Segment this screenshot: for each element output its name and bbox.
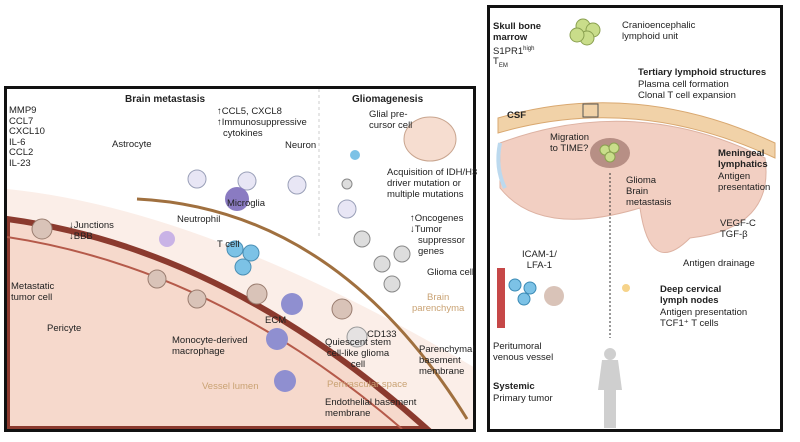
cd133-label: CD133	[367, 329, 397, 340]
ecm-label: ECM	[265, 315, 287, 326]
brain-metastasis-title: Brain metastasis	[125, 94, 206, 105]
junctions-label: ↓Junctions↓BBB	[69, 220, 114, 242]
neuron-label: Neuron	[285, 140, 317, 151]
tls-title: Tertiary lymphoid structures	[638, 67, 767, 78]
csf-label: CSF	[507, 110, 526, 121]
neutrophil-label: Neutrophil	[177, 214, 221, 225]
perivascular-label: Perivascular space	[327, 379, 408, 390]
venous-vessel	[497, 268, 505, 328]
microglia-label: Microglia	[227, 198, 266, 209]
left-panel-illustration	[7, 89, 473, 429]
vessel-lumen-label: Vessel lumen	[202, 381, 259, 392]
gliomagenesis-title: Gliomagenesis	[352, 94, 424, 105]
microglia	[225, 187, 249, 211]
glial-precursor-label: Glial pre-cursor cell	[369, 109, 413, 131]
human-silhouette	[598, 348, 622, 428]
lymph-node	[622, 284, 630, 292]
astrocyte-label: Astrocyte	[112, 139, 152, 150]
systemic-label: Systemic	[493, 381, 535, 392]
neutrophil	[159, 231, 175, 247]
blood-vessel	[7, 215, 432, 429]
t-cell-label: T cell	[217, 239, 240, 250]
s1pr1-label: S1PR1high	[493, 46, 535, 58]
primary-tumor-label: Primary tumor	[493, 393, 553, 404]
icam-label: ICAM-1/LFA-1	[522, 249, 557, 271]
drainage-label: Antigen drainage	[683, 258, 755, 269]
tem-label: TEM	[493, 56, 508, 69]
right-panel-illustration	[496, 18, 776, 428]
pericyte-label: Pericyte	[47, 323, 82, 334]
brain	[499, 120, 767, 254]
glioma-cell-label: Glioma cell	[427, 267, 474, 278]
